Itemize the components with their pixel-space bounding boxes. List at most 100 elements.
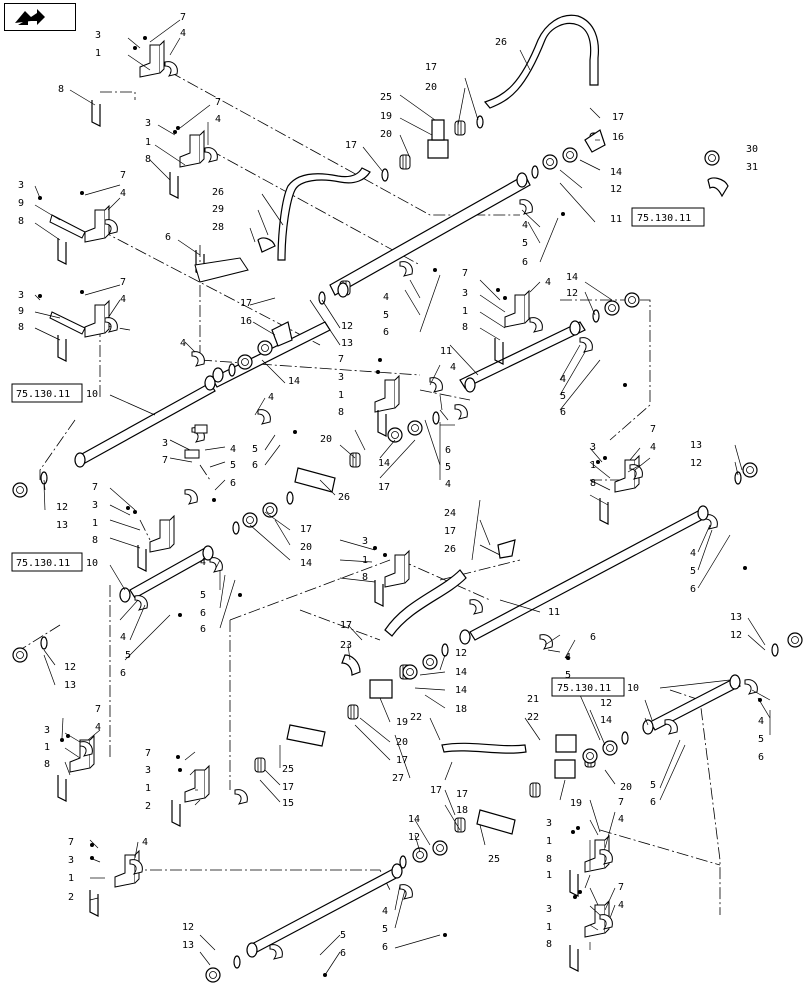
callout-8: 8 [338, 407, 344, 418]
callout-20: 20 [620, 782, 632, 793]
callout-22: 22 [527, 712, 539, 723]
callout-5: 5 [758, 734, 764, 745]
callout-1: 1 [338, 390, 344, 401]
callout-8: 8 [18, 322, 24, 333]
callout-7: 7 [120, 170, 126, 181]
callout-18: 18 [456, 805, 468, 816]
callout-3: 3 [145, 765, 151, 776]
callout-10: 10 [86, 558, 98, 569]
callout-12: 12 [610, 184, 622, 195]
callout-9: 9 [18, 306, 24, 317]
callout-15: 15 [282, 798, 294, 809]
callout-11: 11 [610, 214, 622, 225]
callout-6: 6 [340, 948, 346, 959]
callout-1: 1 [462, 306, 468, 317]
callout-1: 1 [92, 518, 98, 529]
callout-17: 17 [300, 524, 312, 535]
callout-3: 3 [462, 288, 468, 299]
callout-14: 14 [610, 167, 622, 178]
nav-back-button[interactable] [4, 3, 76, 31]
callout-9: 9 [18, 198, 24, 209]
callout-4: 4 [560, 374, 566, 385]
callout-28: 28 [212, 222, 224, 233]
callout-labels: 7 3 4 1 8 7 3 4 1 8 3 7 4 9 8 3 7 4 9 8 … [18, 12, 764, 959]
callout-3: 3 [18, 180, 24, 191]
callout-26: 26 [212, 187, 224, 198]
callout-29: 29 [212, 204, 224, 215]
callout-1: 1 [145, 783, 151, 794]
callout-2: 2 [68, 892, 74, 903]
ref-box-4[interactable]: 75.130.11 [551, 677, 625, 697]
callout-14: 14 [378, 458, 390, 469]
callout-14: 14 [455, 685, 467, 696]
tube-ends [74, 172, 741, 958]
ref-box-3[interactable]: 75.130.11 [11, 552, 83, 572]
callout-4: 4 [618, 814, 624, 825]
callout-8: 8 [18, 216, 24, 227]
callout-12: 12 [600, 698, 612, 709]
callout-12: 12 [566, 288, 578, 299]
callout-14: 14 [300, 558, 312, 569]
callout-1: 1 [546, 922, 552, 933]
callout-12: 12 [730, 630, 742, 641]
callout-17: 17 [425, 62, 437, 73]
ref-box-label: 75.130.11 [16, 558, 70, 569]
callout-5: 5 [690, 566, 696, 577]
callout-4: 4 [180, 338, 186, 349]
callout-25: 25 [488, 854, 500, 865]
callout-3: 3 [546, 818, 552, 829]
callout-8: 8 [58, 84, 64, 95]
callout-5: 5 [522, 238, 528, 249]
callout-19: 19 [380, 111, 392, 122]
callout-4: 4 [383, 292, 389, 303]
callout-13: 13 [64, 680, 76, 691]
callout-7: 7 [338, 354, 344, 365]
callout-30: 30 [746, 144, 758, 155]
callout-3: 3 [362, 536, 368, 547]
callout-14: 14 [566, 272, 578, 283]
callout-8: 8 [362, 572, 368, 583]
callout-4: 4 [382, 906, 388, 917]
tubes [79, 14, 741, 954]
callout-1: 1 [590, 460, 596, 471]
callout-4: 4 [95, 722, 101, 733]
callout-4: 4 [120, 294, 126, 305]
callout-5: 5 [252, 444, 258, 455]
callout-17: 17 [444, 526, 456, 537]
callout-20: 20 [425, 82, 437, 93]
callout-5: 5 [382, 924, 388, 935]
callout-7: 7 [180, 12, 186, 23]
callout-7: 7 [618, 797, 624, 808]
callout-6: 6 [560, 407, 566, 418]
callout-6: 6 [758, 752, 764, 763]
callout-13: 13 [182, 940, 194, 951]
callout-3: 3 [44, 725, 50, 736]
callout-27: 27 [392, 773, 404, 784]
callout-13: 13 [690, 440, 702, 451]
ref-box-1[interactable]: 75.130.11 [631, 207, 705, 227]
ref-box-2[interactable]: 75.130.11 [11, 383, 83, 403]
callout-3: 3 [590, 442, 596, 453]
callout-17: 17 [240, 298, 252, 309]
callout-20: 20 [380, 129, 392, 140]
callout-6: 6 [445, 445, 451, 456]
callout-11: 11 [548, 607, 560, 618]
callout-3: 3 [18, 290, 24, 301]
callout-1: 1 [44, 742, 50, 753]
callout-13: 13 [730, 612, 742, 623]
callout-12: 12 [455, 648, 467, 659]
callout-18: 18 [455, 704, 467, 715]
callout-5: 5 [383, 310, 389, 321]
callout-6: 6 [200, 608, 206, 619]
callout-8: 8 [546, 854, 552, 865]
callout-12: 12 [341, 321, 353, 332]
callout-6: 6 [650, 797, 656, 808]
callout-1: 1 [68, 873, 74, 884]
callout-16: 16 [240, 316, 252, 327]
callout-17: 17 [345, 140, 357, 151]
callout-6: 6 [165, 232, 171, 243]
callout-8: 8 [145, 154, 151, 165]
callout-7: 7 [650, 424, 656, 435]
callout-2: 2 [145, 801, 151, 812]
callout-7: 7 [462, 268, 468, 279]
